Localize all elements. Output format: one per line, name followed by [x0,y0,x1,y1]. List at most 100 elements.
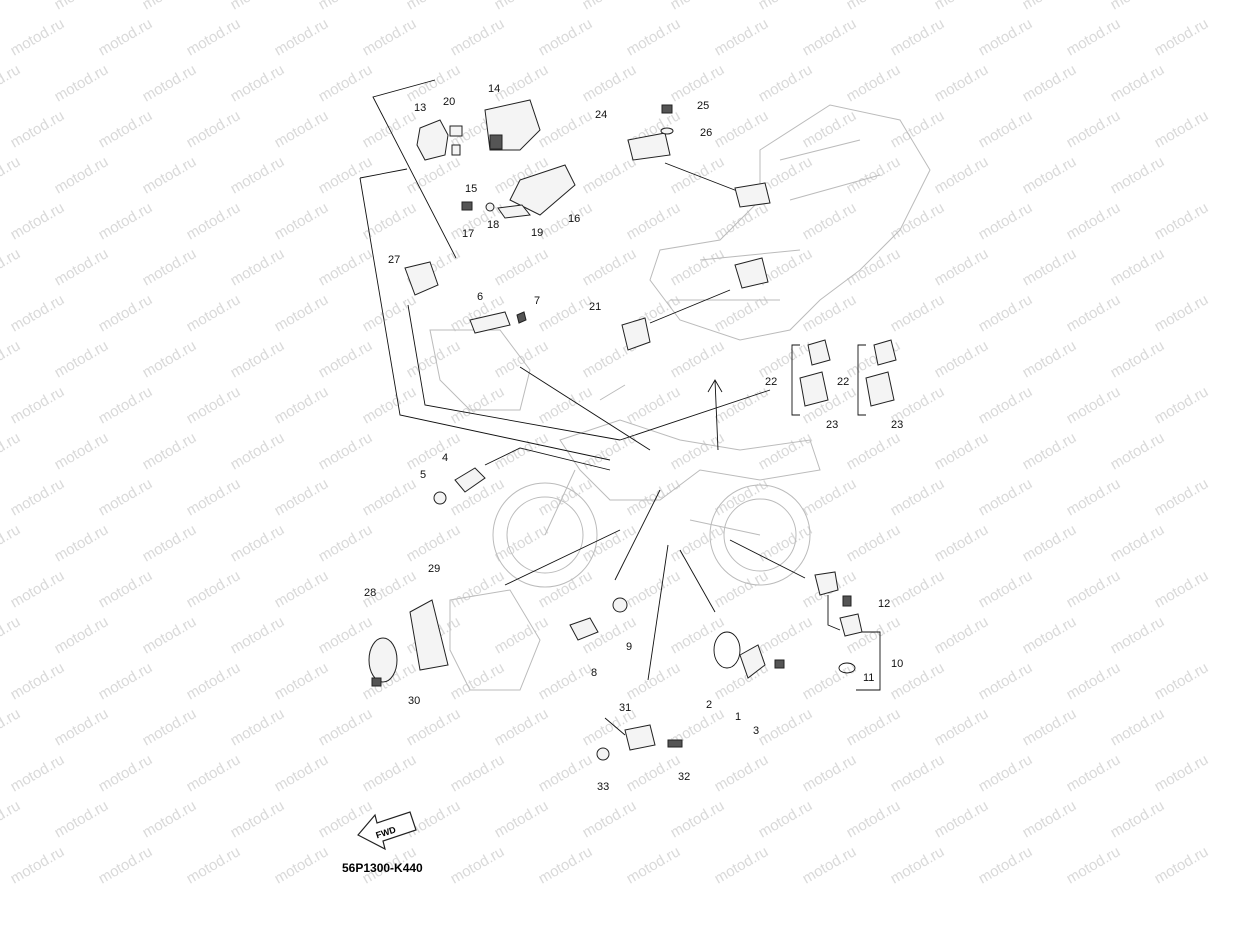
watermark-text: motod.ru [492,245,552,289]
watermark-text: motod.ru [228,797,288,841]
watermark-text: motod.ru [800,15,860,59]
watermark-text: motod.ru [404,337,464,381]
watermark-text: motod.ru [976,15,1036,59]
callout-26: 26 [700,127,712,139]
bracket-outline [429,329,541,691]
watermark-text: motod.ru [712,475,772,519]
watermark-text: motod.ru [404,429,464,473]
watermark-text: motod.ru [1152,751,1212,795]
watermark-text: motod.ru [888,107,948,151]
watermark-text: motod.ru [1064,107,1124,151]
watermark-text: motod.ru [360,475,420,519]
watermark-text: motod.ru [756,521,816,565]
watermark-text: motod.ru [624,199,684,243]
frame-outline [649,104,931,341]
watermark-text: motod.ru [1152,843,1212,887]
watermark-text: motod.ru [800,107,860,151]
watermark-text: motod.ru [52,0,112,13]
watermark-text: motod.ru [932,797,992,841]
watermark-text: motod.ru [1108,613,1168,657]
relay-27 [404,261,439,296]
watermark-text: motod.ru [140,153,200,197]
watermark-text: motod.ru [8,199,68,243]
watermark-text: motod.ru [492,797,552,841]
watermark-text: motod.ru [756,61,816,105]
watermark-text: motod.ru [668,61,728,105]
watermark-text: motod.ru [976,475,1036,519]
watermark-text: motod.ru [536,659,596,703]
watermark-text: motod.ru [52,337,112,381]
watermark-text: motod.ru [712,107,772,151]
sensor-31 [604,717,656,751]
motorcycle-outline [492,384,821,588]
callout-10: 10 [891,658,903,670]
callout-19: 19 [531,227,543,239]
watermark-text: motod.ru [1152,291,1212,335]
callout-33: 33 [597,781,609,793]
callout-9: 9 [626,641,632,653]
watermark-text: motod.ru [272,15,332,59]
watermark-text: motod.ru [580,245,640,289]
watermark-text: motod.ru [96,199,156,243]
watermark-text: motod.ru [272,475,332,519]
watermark-text: motod.ru [888,291,948,335]
watermark-text: motod.ru [1108,0,1168,13]
watermark-text: motod.ru [800,751,860,795]
watermark-text: motod.ru [624,383,684,427]
watermark-text: motod.ru [360,15,420,59]
callout-6: 6 [477,291,483,303]
callout-22-left: 22 [765,376,777,388]
watermark-text: motod.ru [96,15,156,59]
watermark-text: motod.ru [536,107,596,151]
watermark-text: motod.ru [1020,797,1080,841]
watermark-text: motod.ru [404,0,464,13]
watermark-text: motod.ru [976,659,1036,703]
watermark-text: motod.ru [1020,429,1080,473]
watermark-text: motod.ru [140,797,200,841]
callout-4: 4 [442,452,448,464]
watermark-text: motod.ru [624,843,684,887]
watermark-text: motod.ru [1108,521,1168,565]
callout-23-left: 23 [826,419,838,431]
watermark-text: motod.ru [668,429,728,473]
watermark-text: motod.ru [448,843,508,887]
screw-25 [661,104,673,114]
watermark-text: motod.ru [756,797,816,841]
watermark-text: motod.ru [668,0,728,13]
washer-33 [596,747,610,761]
watermark-text: motod.ru [1064,15,1124,59]
watermark-text: motod.ru [316,153,376,197]
callout-20: 20 [443,96,455,108]
watermark-text: motod.ru [52,245,112,289]
watermark-text: motod.ru [272,567,332,611]
watermark-text: motod.ru [52,613,112,657]
watermark-text: motod.ru [800,199,860,243]
horn-28 [368,637,398,683]
watermark-text: motod.ru [1152,107,1212,151]
watermark-text: motod.ru [624,751,684,795]
watermark-text: motod.ru [668,337,728,381]
watermark-text: motod.ru [1020,245,1080,289]
watermark-text: motod.ru [1064,659,1124,703]
watermark-text: motod.ru [0,797,23,841]
watermark-text: motod.ru [580,797,640,841]
callout-24: 24 [595,109,607,121]
watermark-text: motod.ru [52,797,112,841]
leader-lines [359,79,881,691]
watermark-text: motod.ru [184,751,244,795]
watermark-text: motod.ru [52,521,112,565]
watermark-text: motod.ru [1152,383,1212,427]
watermark-text: motod.ru [0,705,23,749]
callout-labels: 1 2 3 4 5 6 7 8 9 10 11 12 13 14 15 16 1… [364,83,903,793]
watermark-text: motod.ru [316,613,376,657]
washer-18 [485,202,495,212]
watermark-text: motod.ru [668,245,728,289]
watermark-text: motod.ru [184,15,244,59]
watermark-text: motod.ru [8,475,68,519]
fuse-box-14 [484,99,541,151]
watermark-text: motod.ru [316,61,376,105]
watermark-text: motod.ru [8,15,68,59]
watermark-text: motod.ru [624,567,684,611]
watermark-text: motod.ru [448,15,508,59]
watermark-text: motod.ru [1064,751,1124,795]
